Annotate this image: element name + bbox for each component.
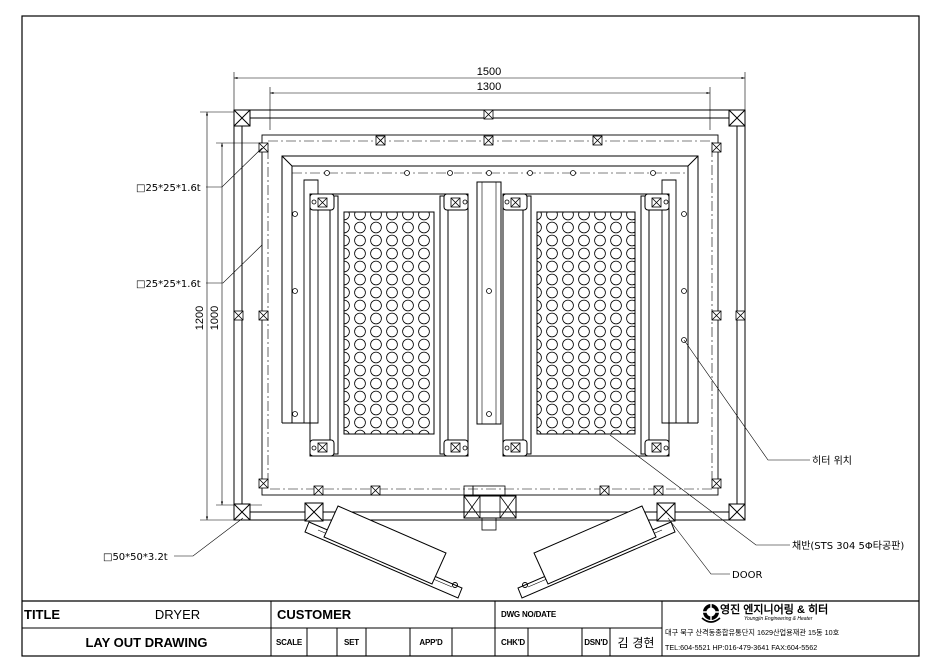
company-name-en: Youngjin Engineering & Heater: [744, 616, 813, 622]
sheet-border: [21, 15, 920, 657]
company-name: 영진 엔지니어링 & 히터: [720, 603, 829, 616]
leader-lines: [174, 147, 810, 575]
dwg-no-date-label: DWG NO/DATE: [501, 610, 556, 619]
outer-frame: [233, 109, 746, 521]
dim-inner-height: 1000: [209, 306, 221, 330]
dsnd-label: DSN'D: [584, 637, 608, 647]
door-left: [304, 502, 463, 599]
title-label: TITLE: [24, 607, 61, 622]
title-value: DRYER: [154, 607, 201, 622]
appd-label: APP'D: [419, 637, 443, 647]
drawing-type: LAY OUT DRAWING: [85, 634, 208, 650]
heater-channel: [281, 155, 699, 424]
dim-inner-width: 1300: [477, 81, 501, 93]
scale-label: SCALE: [275, 637, 303, 647]
callout-frame-outer: □25*25*1.6t: [136, 183, 201, 194]
callout-door: DOOR: [732, 570, 762, 581]
chkd-label: CHK'D: [501, 637, 526, 647]
customer-label: CUSTOMER: [277, 607, 352, 622]
tray-left: [309, 193, 469, 457]
callout-heater-position: 히터 위치: [812, 454, 852, 467]
company-logo-icon: [701, 604, 721, 623]
center-post: [463, 181, 517, 531]
callout-frame-base: □50*50*3.2t: [103, 552, 168, 563]
company-contact: TEL:604-5521 HP:016-479-3641 FAX:604-556…: [665, 642, 818, 652]
dim-overall-width: 1500: [477, 66, 501, 78]
company-address: 대구 북구 산격동종합유통단지 1629산업용재관 15동 10호: [665, 628, 840, 637]
dim-overall-height: 1200: [194, 306, 206, 330]
designer-name: 김 경현: [617, 635, 655, 650]
callout-frame-inner: □25*25*1.6t: [136, 279, 201, 290]
door-right: [517, 502, 676, 599]
callout-tray: 채반(STS 304 5Φ타공판): [792, 540, 904, 552]
set-label: SET: [344, 637, 359, 647]
tray-right: [502, 193, 670, 457]
title-block-grid: [22, 600, 919, 656]
title-block: TITLE DRYER LAY OUT DRAWING CUSTOMER DWG…: [22, 601, 919, 656]
